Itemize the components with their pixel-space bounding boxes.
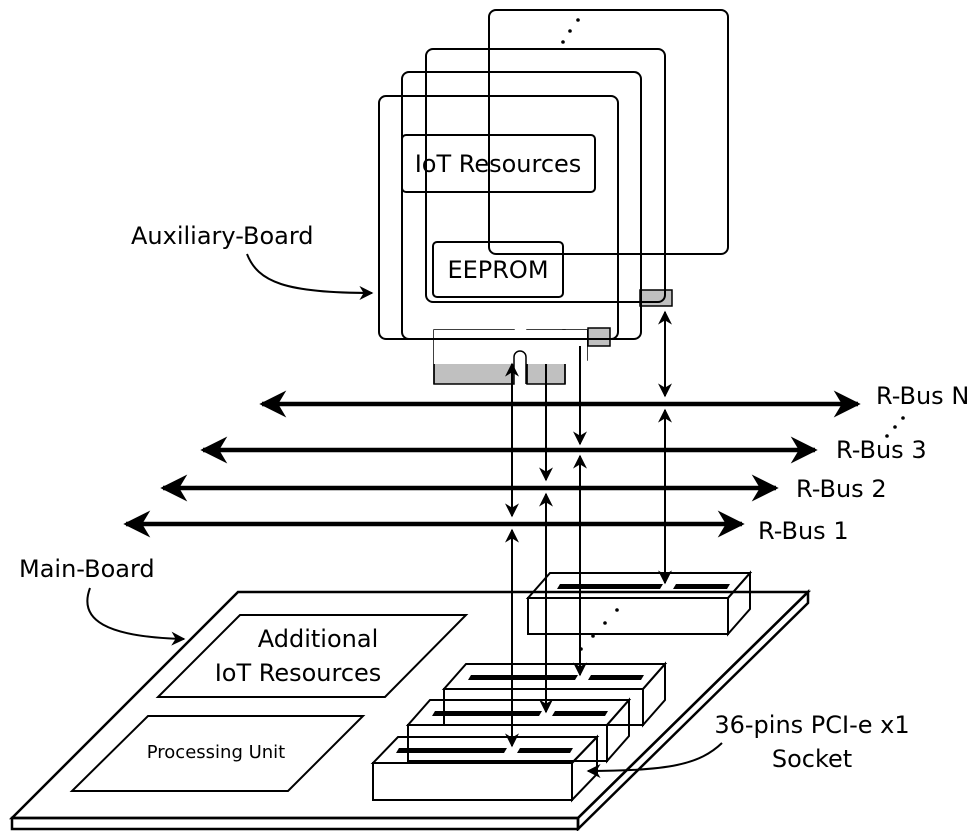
main-board-label: Main-Board — [19, 555, 155, 583]
socket-slot — [432, 711, 542, 716]
r-bus-2: R-Bus 2 — [160, 474, 887, 503]
additional-iot-resources-box: Additional IoT Resources — [155, 614, 469, 698]
processing-unit-label: Processing Unit — [147, 742, 285, 763]
r-bus-n: R-Bus N — [259, 382, 969, 418]
iot-resources-box — [401, 134, 596, 193]
auxiliary-board-n — [488, 9, 729, 255]
pcie-socket-1 — [370, 734, 600, 803]
auxiliary-board-callout: Auxiliary-Board — [131, 222, 374, 300]
iot-resources-label: IoT Resources — [415, 150, 582, 178]
auxiliary-board-1: IoT Resources EEPROM — [378, 95, 619, 385]
r-bus-n-label: R-Bus N — [876, 382, 969, 410]
socket-ellipsis-dots — [579, 608, 619, 651]
socket-slot — [673, 584, 730, 589]
additional-iot-label-line2: IoT Resources — [215, 659, 382, 687]
eeprom-box — [432, 241, 564, 298]
processing-unit-box: Processing Unit — [69, 715, 366, 792]
pcie-socket-n — [525, 570, 753, 637]
auxiliary-board-3 — [425, 48, 673, 307]
socket-slot — [468, 675, 578, 680]
bus-ellipsis-dots — [885, 416, 905, 438]
r-bus-1: R-Bus 1 — [123, 510, 849, 545]
socket-slot — [396, 748, 507, 753]
auxiliary-board-2 — [401, 71, 642, 347]
r-bus-3: R-Bus 3 — [200, 436, 927, 464]
main-board-callout: Main-Board — [19, 555, 186, 646]
auxiliary-board-label: Auxiliary-Board — [131, 222, 314, 250]
socket-callout: 36-pins PCI-e x1 Socket — [586, 711, 910, 778]
socket-label-line2: Socket — [772, 745, 852, 773]
socket-slot — [517, 748, 573, 753]
r-bus-3-label: R-Bus 3 — [836, 436, 927, 464]
connection-arrows — [505, 310, 672, 748]
socket-slot — [552, 711, 608, 716]
main-board — [8, 589, 812, 831]
socket-slot — [557, 584, 663, 589]
socket-label-line1: 36-pins PCI-e x1 — [714, 711, 909, 739]
eeprom-label: EEPROM — [447, 256, 548, 284]
auxiliary-board-ellipsis-dots — [561, 18, 580, 44]
r-bus-2-label: R-Bus 2 — [796, 475, 887, 503]
additional-iot-label-line1: Additional — [258, 625, 378, 653]
r-bus-1-label: R-Bus 1 — [758, 517, 849, 545]
socket-slot — [588, 675, 644, 680]
